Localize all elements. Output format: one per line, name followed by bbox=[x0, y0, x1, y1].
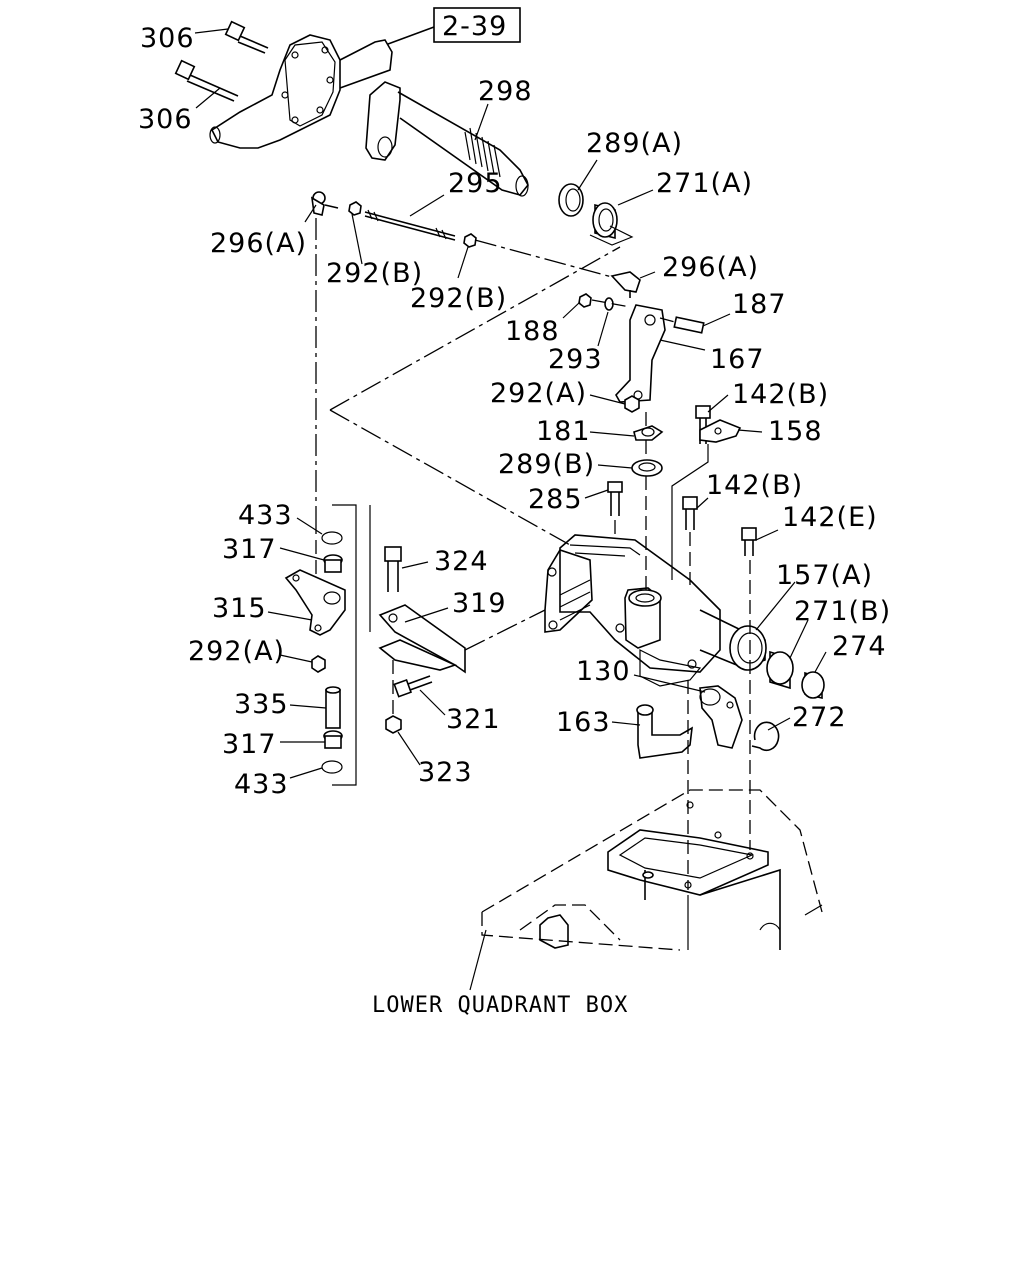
lever-163 bbox=[636, 704, 693, 759]
nut-292a-upper bbox=[624, 395, 640, 413]
o-ring-433-lower bbox=[321, 760, 343, 774]
label-292a-upper[interactable]: 292(A) bbox=[490, 378, 587, 409]
lower-quadrant-box-drawing bbox=[469, 789, 823, 991]
label-335[interactable]: 335 bbox=[234, 689, 289, 720]
pin-187 bbox=[673, 316, 705, 334]
adjust-rod-295 bbox=[364, 209, 456, 241]
label-321[interactable]: 321 bbox=[446, 704, 501, 735]
label-163[interactable]: 163 bbox=[556, 707, 611, 738]
label-298[interactable]: 298 bbox=[478, 76, 533, 107]
pin-335 bbox=[325, 686, 341, 729]
bolt-306-lower bbox=[174, 59, 239, 102]
transmission-housing-drawing bbox=[209, 34, 393, 149]
lever-130 bbox=[699, 685, 743, 749]
bolt-321 bbox=[393, 675, 433, 698]
label-292b-lower[interactable]: 292(B) bbox=[410, 283, 507, 314]
cap-274 bbox=[801, 671, 825, 700]
label-142b-upper[interactable]: 142(B) bbox=[732, 379, 829, 410]
bracket-319 bbox=[378, 604, 466, 674]
snap-ring-272 bbox=[751, 721, 780, 752]
label-292a-lower[interactable]: 292(A) bbox=[188, 636, 285, 667]
nut-292a-lower bbox=[311, 655, 326, 673]
label-188[interactable]: 188 bbox=[505, 316, 560, 347]
label-272[interactable]: 272 bbox=[792, 702, 847, 733]
ball-joint-296a-right bbox=[610, 271, 641, 298]
nut-188 bbox=[578, 293, 592, 308]
label-296a-right[interactable]: 296(A) bbox=[662, 252, 759, 283]
part-181 bbox=[633, 425, 664, 441]
label-142e[interactable]: 142(E) bbox=[782, 502, 878, 533]
label-289b[interactable]: 289(B) bbox=[498, 449, 595, 480]
bolt-324 bbox=[384, 546, 402, 592]
label-158[interactable]: 158 bbox=[768, 416, 823, 447]
label-289a[interactable]: 289(A) bbox=[586, 128, 683, 159]
bracket-167 bbox=[615, 304, 666, 403]
part-labels: 306 306 298 289(A) 271(A) 295 296(A) 292… bbox=[138, 23, 891, 800]
leader-lines bbox=[267, 103, 827, 779]
bushing-271b bbox=[766, 650, 794, 690]
bushing-271a bbox=[592, 202, 618, 240]
seal-289b bbox=[631, 459, 663, 477]
o-ring-433-upper bbox=[321, 531, 343, 545]
label-274[interactable]: 274 bbox=[832, 631, 887, 662]
label-433-lower[interactable]: 433 bbox=[234, 769, 289, 800]
lower-quadrant-box-caption: LOWER QUADRANT BOX bbox=[372, 993, 628, 1018]
label-271a[interactable]: 271(A) bbox=[656, 168, 753, 199]
label-157a[interactable]: 157(A) bbox=[776, 560, 873, 591]
label-295[interactable]: 295 bbox=[448, 168, 503, 199]
label-167[interactable]: 167 bbox=[710, 344, 765, 375]
label-296a-left[interactable]: 296(A) bbox=[210, 228, 307, 259]
label-433-upper[interactable]: 433 bbox=[238, 500, 293, 531]
label-187[interactable]: 187 bbox=[732, 289, 787, 320]
ball-joint-296a-left bbox=[310, 191, 339, 216]
label-323[interactable]: 323 bbox=[418, 757, 473, 788]
label-130[interactable]: 130 bbox=[576, 656, 631, 687]
label-317-upper[interactable]: 317 bbox=[222, 534, 277, 565]
bushing-317-lower bbox=[323, 730, 343, 749]
label-181[interactable]: 181 bbox=[536, 416, 591, 447]
bolt-142e bbox=[741, 527, 757, 556]
nut-292b-left bbox=[348, 201, 362, 216]
label-306-lower[interactable]: 306 bbox=[138, 104, 193, 135]
label-142b-lower[interactable]: 142(B) bbox=[706, 470, 803, 501]
control-shaft-drawing bbox=[365, 81, 529, 197]
left-bracket-315 bbox=[284, 569, 346, 636]
label-324[interactable]: 324 bbox=[434, 546, 489, 577]
label-271b[interactable]: 271(B) bbox=[794, 596, 891, 627]
bolt-142b-lower bbox=[682, 496, 698, 585]
bushing-317-upper bbox=[323, 554, 343, 573]
label-319[interactable]: 319 bbox=[452, 588, 507, 619]
clip-158 bbox=[699, 419, 742, 443]
bolt-306-upper bbox=[224, 20, 269, 54]
label-306-upper[interactable]: 306 bbox=[140, 23, 195, 54]
stud-285 bbox=[607, 481, 623, 540]
nut-323 bbox=[385, 715, 402, 734]
label-285[interactable]: 285 bbox=[528, 484, 583, 515]
seal-289a bbox=[558, 183, 584, 217]
nut-292b-right bbox=[463, 233, 477, 248]
label-315[interactable]: 315 bbox=[212, 593, 267, 624]
label-293[interactable]: 293 bbox=[548, 344, 603, 375]
label-292b-upper[interactable]: 292(B) bbox=[326, 258, 423, 289]
reference-box-label: 2-39 bbox=[442, 11, 507, 42]
label-317-lower[interactable]: 317 bbox=[222, 729, 277, 760]
reference-box[interactable]: 2-39 bbox=[433, 7, 521, 43]
